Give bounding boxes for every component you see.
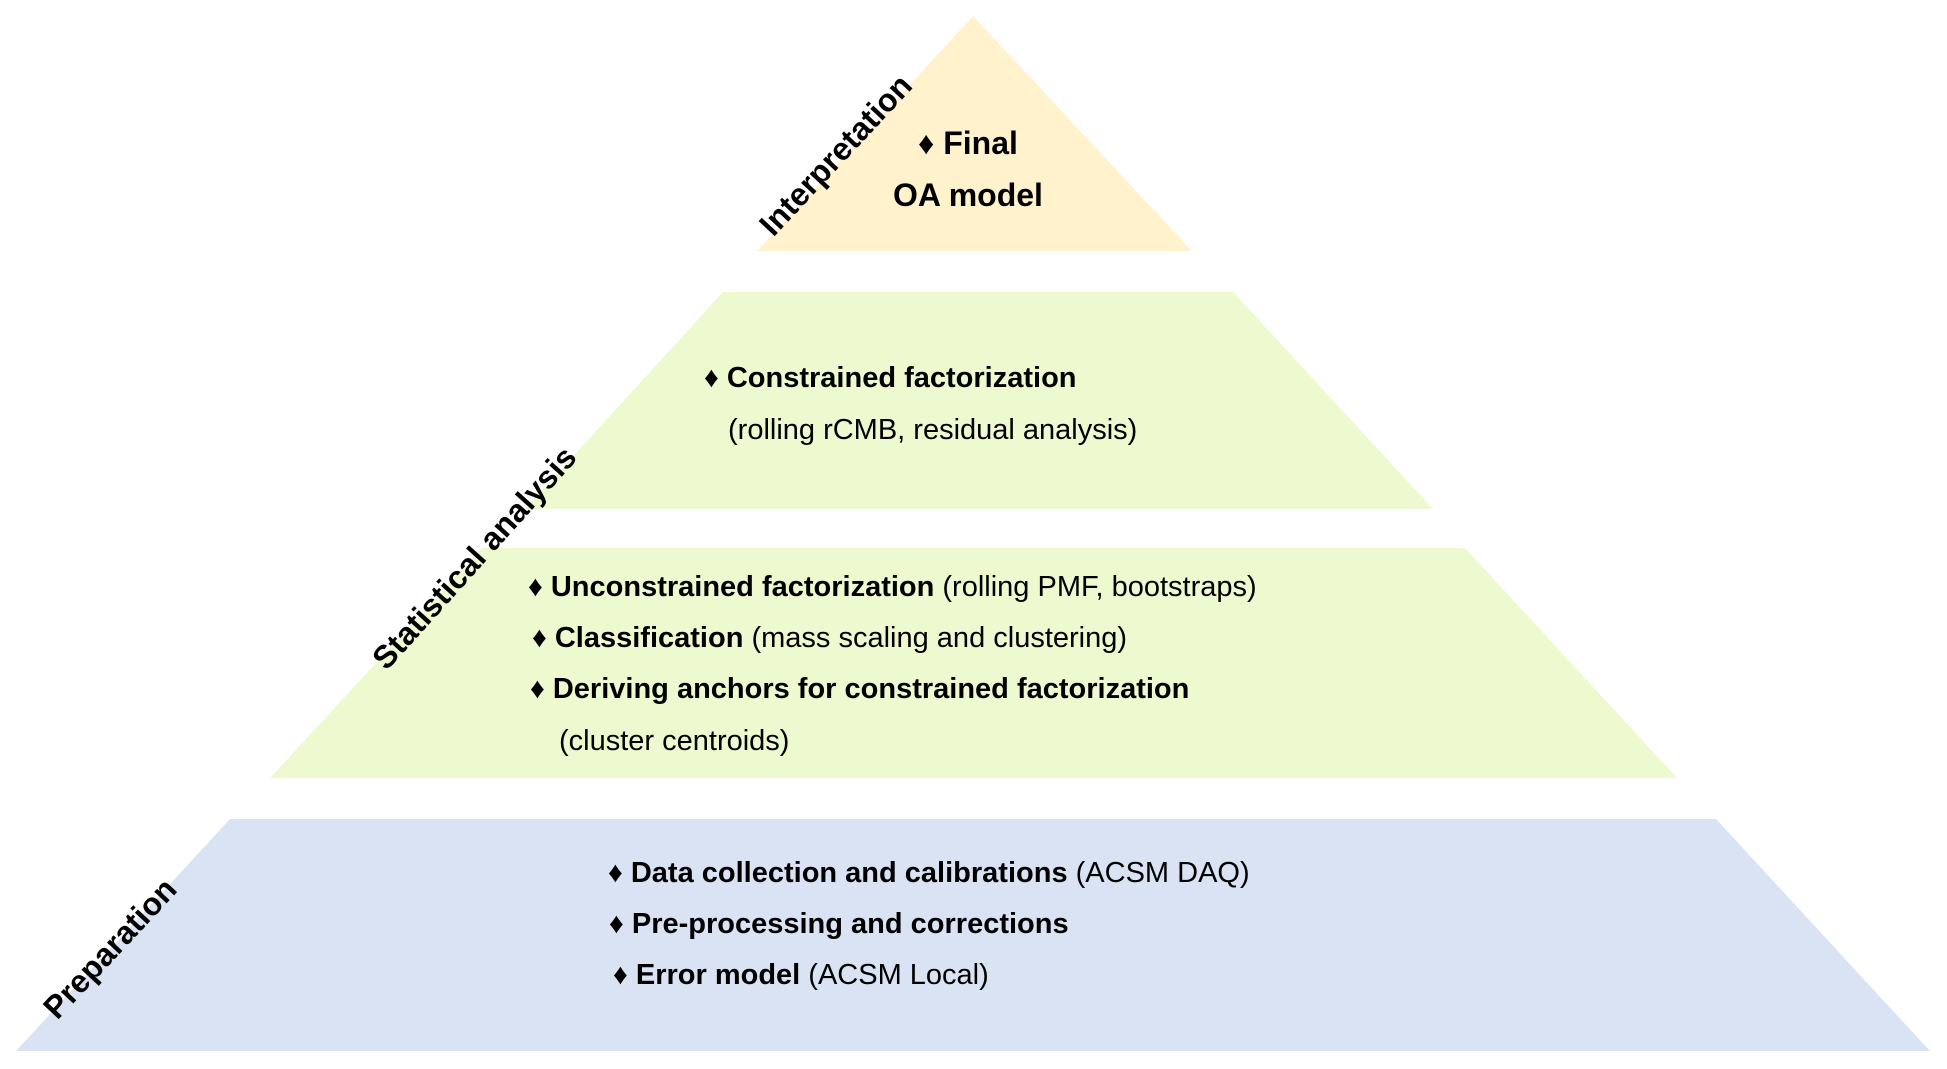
tier-unconstrained-trapezoid bbox=[270, 548, 1677, 778]
tier-interpretation-triangle bbox=[757, 16, 1192, 251]
error-model-detail: (ACSM Local) bbox=[800, 959, 989, 991]
classification-title: ♦ Classification bbox=[532, 622, 744, 654]
error-model-item: ♦ Error model (ACSM Local) bbox=[613, 958, 989, 992]
preprocessing-item: ♦ Pre-processing and corrections bbox=[609, 907, 1069, 941]
deriving-anchors-detail: (cluster centroids) bbox=[559, 725, 790, 757]
unconstrained-factorization-item: ♦ Unconstrained factorization (rolling P… bbox=[528, 570, 1257, 604]
error-model-title: ♦ Error model bbox=[613, 959, 801, 991]
constrained-factorization-detail: (rolling rCMB, residual analysis) bbox=[728, 414, 1138, 446]
data-collection-detail: (ACSM DAQ) bbox=[1067, 857, 1250, 889]
tier-constrained-trapezoid bbox=[525, 292, 1433, 509]
unconstrained-factorization-detail: (rolling PMF, bootstraps) bbox=[934, 571, 1257, 603]
classification-detail: (mass scaling and clustering) bbox=[743, 622, 1128, 654]
final-oa-model-line2: OA model bbox=[893, 177, 1043, 213]
preprocessing-title: ♦ Pre-processing and corrections bbox=[609, 908, 1069, 940]
classification-item: ♦ Classification (mass scaling and clust… bbox=[532, 621, 1127, 655]
unconstrained-factorization-title: ♦ Unconstrained factorization bbox=[528, 571, 935, 603]
deriving-anchors-item: ♦ Deriving anchors for constrained facto… bbox=[530, 672, 1189, 706]
tier-preparation-trapezoid bbox=[16, 819, 1930, 1051]
data-collection-title: ♦ Data collection and calibrations bbox=[608, 857, 1068, 889]
data-collection-item: ♦ Data collection and calibrations (ACSM… bbox=[608, 856, 1250, 890]
final-oa-model-line1: ♦ Final bbox=[918, 125, 1018, 161]
deriving-anchors-title: ♦ Deriving anchors for constrained facto… bbox=[530, 673, 1190, 705]
constrained-factorization-item: ♦ Constrained factorization bbox=[704, 362, 1077, 394]
